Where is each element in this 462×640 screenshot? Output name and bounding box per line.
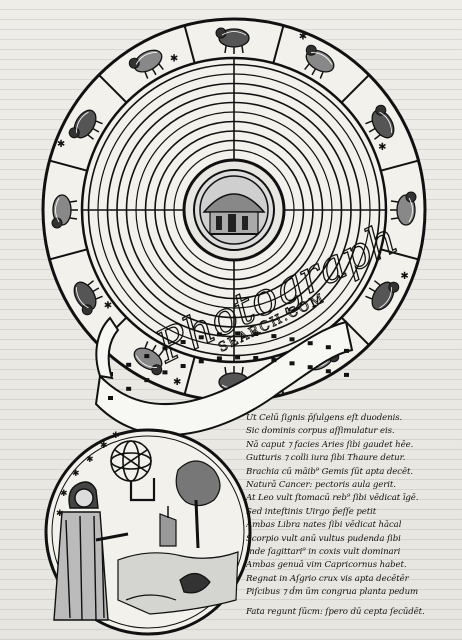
verse-line-11: Inde ſagittari⁹ in coxis vult dominari <box>246 547 401 558</box>
sprocket-hole <box>162 346 168 351</box>
sprocket-hole <box>198 359 204 364</box>
verse-line-3: Nā caput ⁊ facies Aries ſibi gaudet hēe. <box>246 439 414 450</box>
sprocket-hole <box>325 345 331 350</box>
sprocket-hole <box>235 355 241 360</box>
star-icon: ✱ <box>104 301 112 312</box>
verse-line-12: Ambas genuā vim Capricornus habet. <box>246 560 407 571</box>
sprocket-hole <box>180 364 186 369</box>
verse-line-8: Sed inteſtinis Uirgo p̄eſſe petit <box>246 506 377 517</box>
sign-divider <box>340 74 370 104</box>
sprocket-hole <box>235 331 241 336</box>
sprocket-hole <box>253 356 259 361</box>
sign-divider <box>98 74 128 104</box>
sprocket-hole <box>307 365 313 370</box>
latin-verse-block: Ut Celū ſignis p̄ſulgens eſt duodenis. S… <box>246 412 458 619</box>
sprocket-hole <box>271 358 277 363</box>
zodiac-sign-figure <box>73 280 103 316</box>
zodiac-disc: ✱✱✱✱✱✱✱✱ <box>41 17 427 403</box>
sign-divider <box>49 248 88 261</box>
sprocket-hole <box>144 378 150 383</box>
verse-line-5: Brachia cū māib⁹ Gemis ſūt apta decēt. <box>246 466 413 477</box>
sprocket-hole <box>216 356 222 361</box>
sprocket-hole <box>126 362 132 367</box>
verse-line-7: At Leo vult ſtomacū reb⁹ ſibi vēdicat īg… <box>246 493 419 504</box>
verse-line-1: Ut Celū ſignis p̄ſulgens eſt duodenis. <box>246 413 403 423</box>
sign-divider <box>183 25 196 64</box>
armillary-sphere-icon <box>110 440 156 502</box>
zodiac-sign-figure <box>365 280 400 311</box>
sprocket-hole <box>126 386 132 391</box>
zodiac-sign-figures <box>51 27 417 393</box>
sprocket-hole <box>180 340 186 345</box>
star-icon: ✱ <box>299 31 307 42</box>
star-icon: ✱ <box>170 54 178 65</box>
sign-divider <box>272 25 285 64</box>
sprocket-hole <box>144 354 150 359</box>
verse-line-14: Piſcibus ⁊ ḋm ūm congrua planta pedum <box>246 587 419 598</box>
sprocket-hole <box>344 372 349 377</box>
star-icon: ✱ <box>56 508 64 518</box>
sprocket-hole <box>162 370 168 375</box>
astrologer-medallion: ✱ ✱ ✱ ✱ ✱ ✱ <box>44 428 252 636</box>
earth-center <box>182 158 286 262</box>
star-icon: ✱ <box>112 430 120 440</box>
zodiac-sign-figure <box>304 44 335 79</box>
zodiac-sign-figure <box>51 194 78 229</box>
verse-line-9: Ambas Libra nates ſibi vēdicat hācal <box>246 520 402 531</box>
sprocket-hole <box>289 361 295 366</box>
sign-divider <box>49 159 88 172</box>
star-icon: ✱ <box>60 488 68 498</box>
medallion-stars: ✱ ✱ ✱ ✱ ✱ ✱ <box>56 430 120 518</box>
sprocket-hole <box>344 348 349 353</box>
sign-divider <box>380 248 419 261</box>
sprocket-hole <box>325 369 331 374</box>
zodiac-sign-figure <box>365 104 395 140</box>
star-icon: ✱ <box>57 139 65 150</box>
star-icon: ✱ <box>173 377 181 388</box>
landscape-scene <box>117 460 239 615</box>
verse-line-4: Gutturis ⁊ colli iura ſibi Thaure detur. <box>246 453 406 464</box>
sprocket-hole <box>108 396 113 400</box>
verse-line-13: Regnat in Aſgrio crux vis apta decētēr <box>246 573 409 584</box>
sprocket-hole <box>307 341 313 346</box>
zodiac-sign-figure <box>128 49 164 79</box>
star-icon: ✱ <box>86 454 94 464</box>
sprocket-hole <box>253 332 259 337</box>
sprocket-hole <box>198 335 204 340</box>
zodiac-sign-figure <box>215 27 250 54</box>
astrologer-figure <box>53 481 129 621</box>
zodiac-sign-figure <box>133 341 164 376</box>
verse-line-2: Sic dominis corpus aſſimulatur eis. <box>246 426 395 437</box>
sprocket-hole <box>216 332 222 337</box>
zodiac-sign-figure <box>390 191 417 226</box>
verse-line-10: Scorpio vult anū vultus pudenda ſibi <box>246 533 401 544</box>
star-icon: ✱ <box>72 468 80 478</box>
sprocket-hole <box>289 337 295 342</box>
star-icon: ✱ <box>100 440 108 450</box>
zodiac-sign-figure <box>68 109 103 140</box>
sign-divider <box>380 159 419 172</box>
verse-line-6: Naturā Cancer: pectoris aula gerit. <box>246 480 396 491</box>
sprocket-hole <box>271 334 277 339</box>
star-icon: ✱ <box>400 271 408 282</box>
closing-line: Fata regunt ſūcm: ſpero dū cepta ſecūdēt… <box>246 606 425 617</box>
sign-divider <box>183 356 196 395</box>
star-icon: ✱ <box>378 142 386 153</box>
